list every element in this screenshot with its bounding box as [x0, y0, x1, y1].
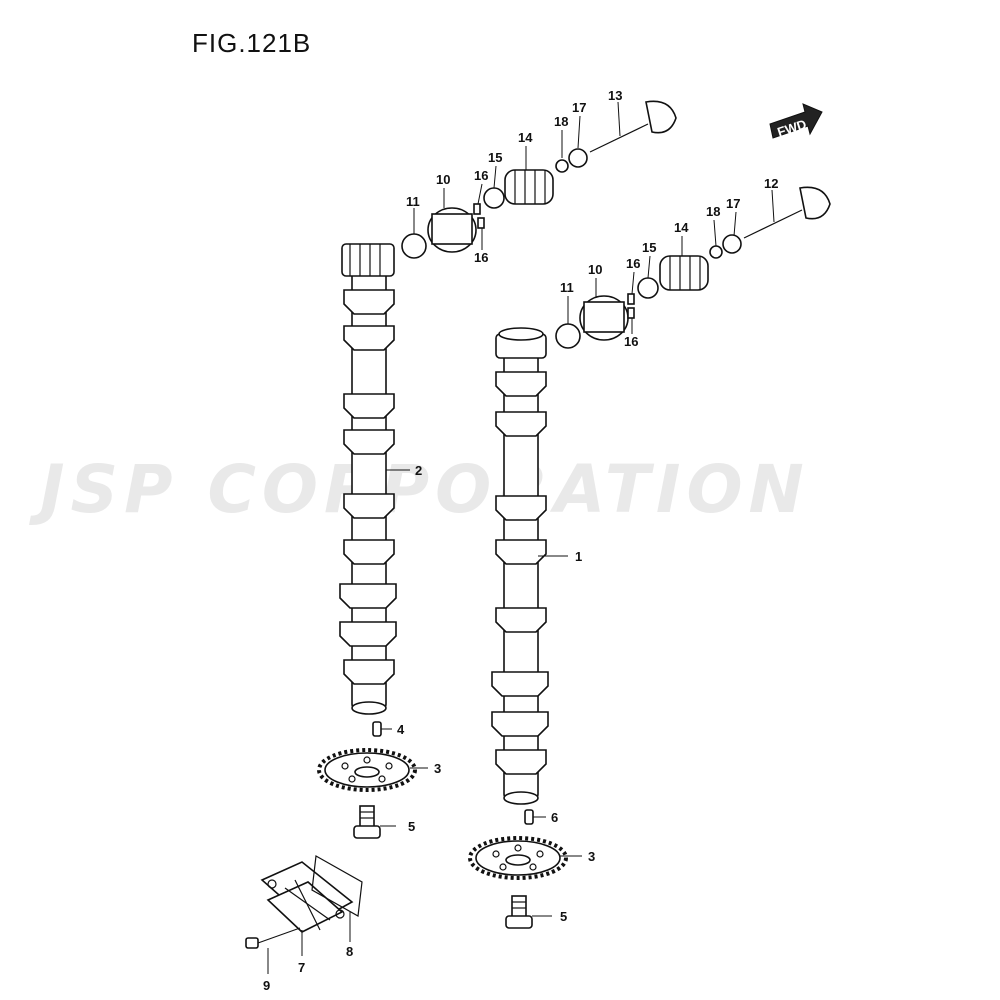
callout-5-right: 5 [560, 909, 567, 924]
callout-16-lower-bottom: 16 [624, 334, 638, 349]
callout-13: 13 [608, 88, 622, 103]
callout-12: 12 [764, 176, 778, 191]
callout-3-left: 3 [434, 761, 441, 776]
callout-3-right: 3 [588, 849, 595, 864]
bolt-small [245, 927, 301, 949]
callout-14-upper: 14 [518, 130, 533, 145]
callout-2: 2 [415, 463, 422, 478]
callout-8: 8 [346, 944, 353, 959]
sprocket-left [317, 748, 417, 792]
callout-9: 9 [263, 978, 270, 993]
callout-18-upper: 18 [554, 114, 568, 129]
fwd-arrow-icon: FWD [769, 103, 823, 140]
callout-labels: 1 2 3 3 4 5 5 6 7 8 9 10 10 11 11 12 13 … [263, 88, 778, 993]
callout-17-lower: 17 [726, 196, 740, 211]
gasket [311, 855, 363, 917]
valve-train-upper [401, 100, 677, 259]
callout-1: 1 [575, 549, 582, 564]
callout-16-upper-bottom: 16 [474, 250, 488, 265]
watermark-text: JSP CORPORATION [29, 451, 810, 528]
fwd-label: FWD [775, 116, 808, 139]
leader-lines [267, 101, 775, 974]
pin-4 [372, 721, 382, 737]
callout-14-lower: 14 [674, 220, 689, 235]
callout-15-lower: 15 [642, 240, 656, 255]
callout-18-lower: 18 [706, 204, 720, 219]
callout-4: 4 [397, 722, 405, 737]
callout-7: 7 [298, 960, 305, 975]
callout-11-upper: 11 [406, 194, 420, 209]
bolt-left [353, 805, 381, 839]
callout-17-upper: 17 [572, 100, 586, 115]
valve-train-lower [555, 186, 831, 349]
callout-15-upper: 15 [488, 150, 502, 165]
pin-6 [524, 809, 534, 825]
camshaft-left [339, 243, 397, 715]
callout-11-lower: 11 [560, 280, 574, 295]
callout-16-upper-top: 16 [474, 168, 488, 183]
sprocket-right [468, 836, 568, 880]
cover-plate [260, 861, 354, 933]
callout-10-upper: 10 [436, 172, 450, 187]
camshaft-right [491, 327, 549, 805]
callout-5-left: 5 [408, 819, 415, 834]
figure-title: FIG.121B [192, 28, 312, 58]
callout-6: 6 [551, 810, 558, 825]
callout-16-lower-top: 16 [626, 256, 640, 271]
callout-10-lower: 10 [588, 262, 602, 277]
bolt-right [505, 895, 533, 929]
